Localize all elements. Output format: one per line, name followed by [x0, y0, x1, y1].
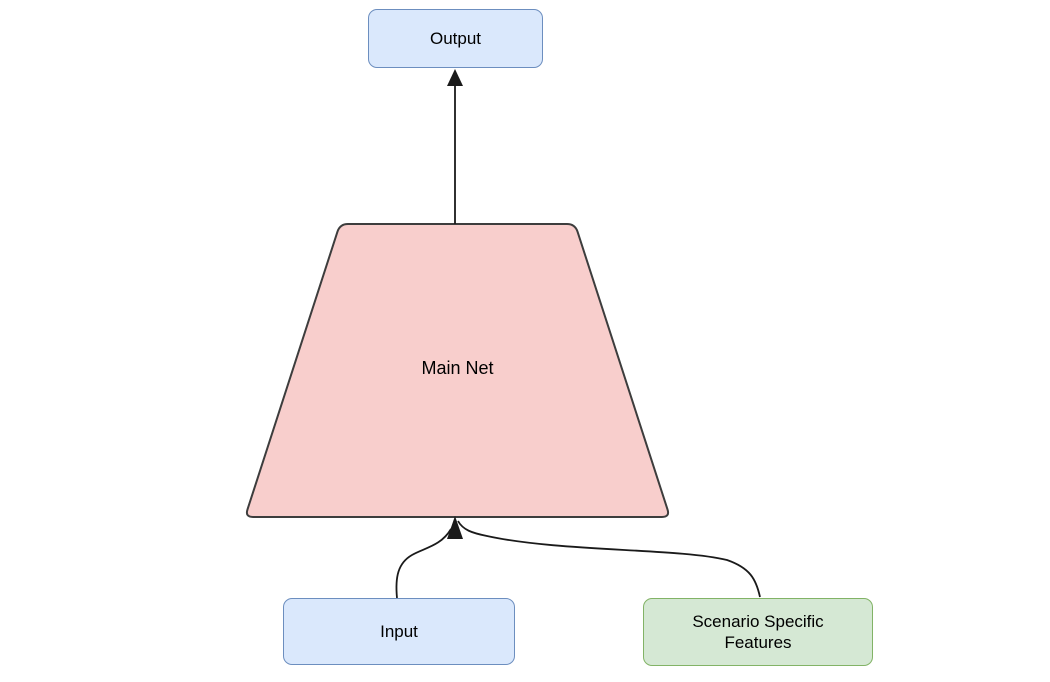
node-output: Output — [368, 9, 543, 68]
edge-input-to-main-net — [395, 528, 452, 599]
node-output-label: Output — [429, 28, 482, 48]
edge-main-net-to-output-arrowhead — [447, 69, 463, 86]
node-input-label: Input — [380, 621, 418, 641]
edge-scenario-features-to-main-net — [457, 520, 761, 598]
node-scenario-features-label: Scenario Specific Features — [692, 611, 824, 652]
edge-into-main-net-arrowhead — [447, 516, 463, 539]
node-input: Input — [283, 598, 515, 665]
node-scenario-features: Scenario Specific Features — [643, 598, 873, 666]
node-main-net-label: Main Net — [421, 358, 494, 378]
main-net-trapezoid — [245, 223, 670, 518]
